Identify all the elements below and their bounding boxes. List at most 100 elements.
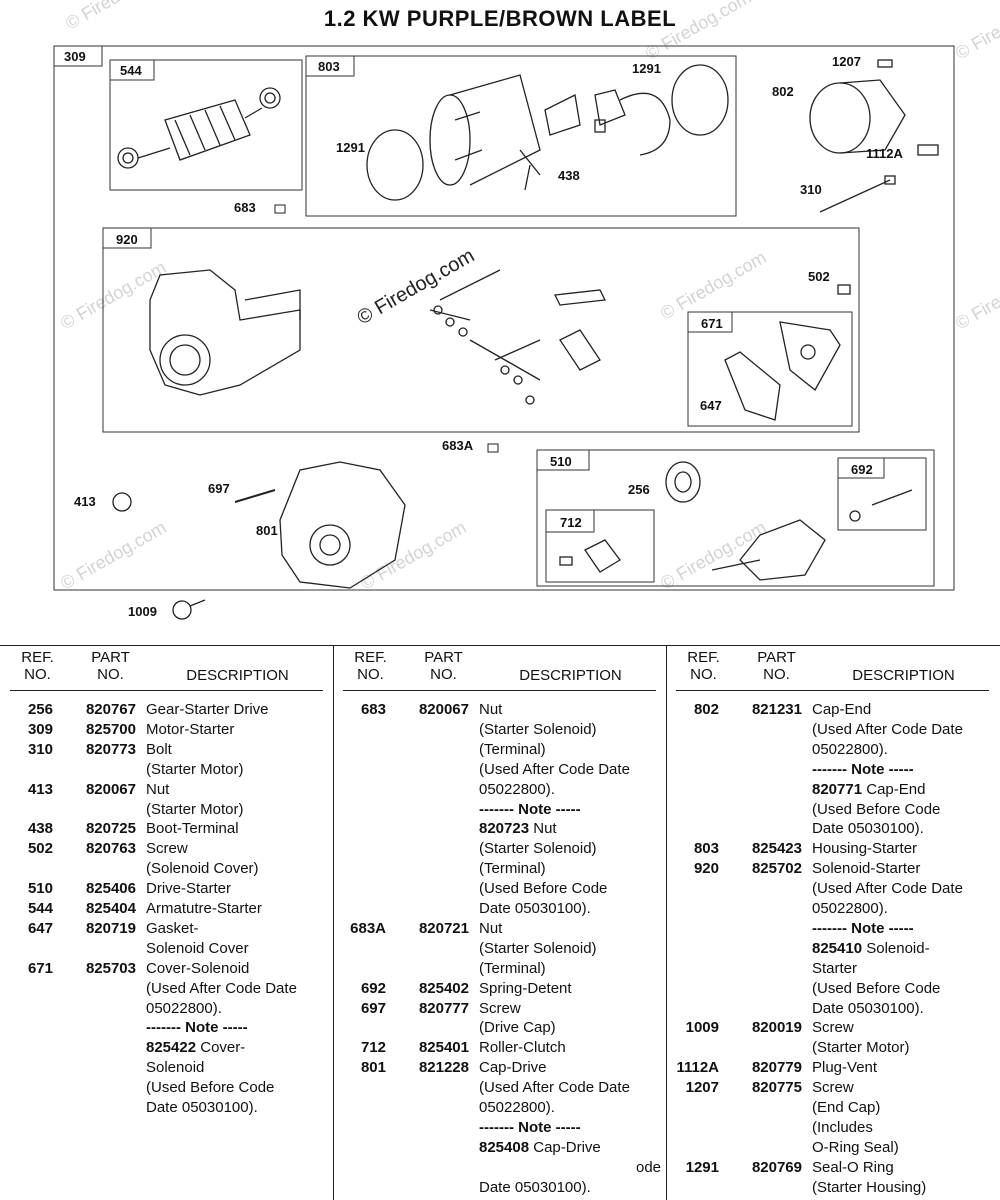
callout-502: 502 <box>808 269 830 284</box>
ref-no: 309 <box>27 720 53 738</box>
solenoid-drawing <box>149 269 851 405</box>
part-no: 820769 <box>751 1158 802 1176</box>
part-description: Screw <box>146 840 188 858</box>
diagram-title: 1.2 KW PURPLE/BROWN LABEL <box>323 6 677 31</box>
watermark: © Firedog.com <box>357 517 469 593</box>
watermark: © Firedog.com <box>657 517 769 593</box>
callout-544: 544 <box>120 63 142 78</box>
callout-438: 438 <box>558 168 580 183</box>
part-description: Nut <box>146 780 170 798</box>
callout-803: 803 <box>318 59 340 74</box>
callout-1291: 1291 <box>336 140 365 155</box>
part-description: Screw <box>812 1079 854 1097</box>
part-no: 820775 <box>751 1079 802 1097</box>
ref-no: 1291 <box>685 1158 719 1176</box>
ref-no-header: REF. NO. <box>21 649 54 683</box>
callout-1112A: 1112A <box>866 146 903 161</box>
ref-no: 801 <box>360 1059 386 1077</box>
part-description: ------- Note ----- <box>812 760 914 778</box>
ref-no: 1009 <box>685 1019 719 1037</box>
part-description: (Used After Code Date <box>479 1079 630 1097</box>
part-description: (Includes <box>812 1118 873 1136</box>
part-description: (Terminal) <box>479 740 546 758</box>
part-no: 820067 <box>418 701 469 718</box>
ref-no: 256 <box>27 701 53 718</box>
ref-no: 671 <box>27 959 53 977</box>
part-no: 825700 <box>85 720 136 738</box>
part-description: (Starter Solenoid) <box>479 840 597 858</box>
watermark: © Firedog.com <box>642 0 754 63</box>
watermark: © Firedog.com <box>952 0 1000 63</box>
part-description: (Used Before Code <box>146 1079 275 1097</box>
ref-no: 802 <box>693 701 719 718</box>
part-description: Date 05030100). <box>146 1099 258 1116</box>
part-description: O-Ring Seal) <box>812 1138 899 1156</box>
callout-683: 683 <box>234 200 256 215</box>
part-description: Nut <box>479 701 503 718</box>
part-description: 05022800). <box>146 999 222 1017</box>
ref-no: 1112A <box>676 1059 719 1077</box>
part-no: 820767 <box>85 701 136 718</box>
part-no: 821231 <box>751 701 802 718</box>
callout-309: 309 <box>64 49 86 64</box>
callout-683A: 683A <box>442 438 474 453</box>
part-description: Solenoid <box>146 1059 205 1077</box>
part-description: Bolt <box>146 740 172 758</box>
part-description: 820723 Nut <box>479 819 557 839</box>
ref-no: 647 <box>27 919 53 937</box>
part-description: (End Cap) <box>812 1099 881 1116</box>
part-description: (Used Before Code <box>479 880 608 898</box>
column-separator <box>666 645 667 1200</box>
part-no: 820773 <box>85 740 136 758</box>
callout-310: 310 <box>800 182 822 197</box>
callout-671: 671 <box>701 316 723 331</box>
part-description: Screw <box>479 999 521 1017</box>
part-description: (Used After Code Date <box>812 880 963 898</box>
part-description: Date 05030100). <box>812 999 924 1017</box>
callout-510: 510 <box>550 454 572 469</box>
note-part-no: 825408 <box>479 1138 530 1156</box>
part-description: Housing-Starter <box>812 840 918 858</box>
description-header: DESCRIPTION <box>519 667 622 684</box>
callout-801: 801 <box>256 523 278 538</box>
callout-647: 647 <box>700 398 722 413</box>
watermark: © Firedog.com <box>57 517 169 593</box>
solenoid-cover-drawing <box>724 321 841 421</box>
callout-697: 697 <box>208 481 230 496</box>
end-cap-drawing <box>809 59 939 213</box>
part-description: Roller-Clutch <box>479 1039 566 1057</box>
part-description: (Starter Motor) <box>146 800 244 818</box>
note-part-no: 825410 <box>812 939 863 957</box>
part-description: (Starter Motor) <box>146 760 244 778</box>
part-no: 820721 <box>418 919 469 937</box>
part-description: ------- Note ----- <box>479 800 581 818</box>
part-no: 820777 <box>418 999 469 1017</box>
header-rule <box>343 690 656 691</box>
part-no: 820763 <box>85 840 136 858</box>
part-no: 820725 <box>85 820 136 838</box>
part-description: Plug-Vent <box>812 1059 878 1077</box>
part-description: Gear-Starter Drive <box>146 701 269 718</box>
header-rule <box>676 690 989 691</box>
callout-692: 692 <box>851 462 873 477</box>
part-description: ode <box>636 1158 662 1176</box>
callout-920: 920 <box>116 232 138 247</box>
note-part-no: 820771 <box>812 780 863 798</box>
part-description: (Solenoid Cover) <box>146 860 259 878</box>
part-description: (Used After Code Date <box>146 979 297 997</box>
callout-1009: 1009 <box>128 604 157 619</box>
part-description: (Starter Solenoid) <box>479 720 597 738</box>
part-description: Boot-Terminal <box>146 820 239 838</box>
part-description: (Starter Housing) <box>812 1178 927 1196</box>
housing-drawing <box>366 64 729 201</box>
callout-413: 413 <box>74 494 96 509</box>
drive-cap-drawing <box>279 461 406 589</box>
description-header: DESCRIPTION <box>852 667 955 684</box>
part-no-header: PART NO. <box>757 649 796 683</box>
part-no: 825423 <box>751 840 802 858</box>
part-no: 821228 <box>418 1059 469 1077</box>
note-description: Nut <box>529 820 557 838</box>
ref-no-header: REF. NO. <box>354 649 387 683</box>
